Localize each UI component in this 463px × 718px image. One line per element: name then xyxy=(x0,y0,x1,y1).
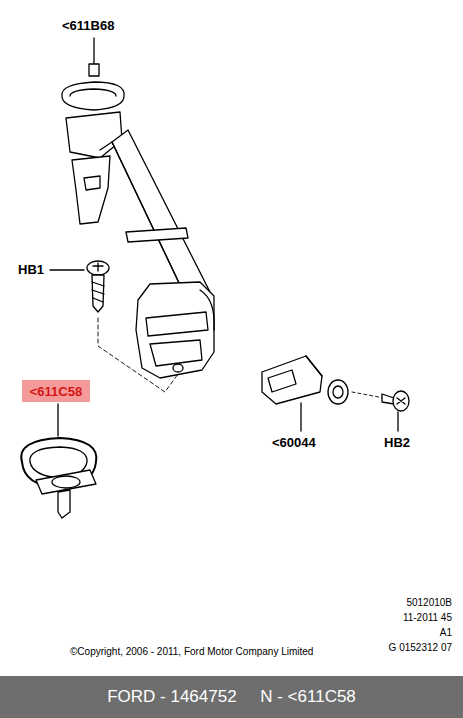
highlighted-callout: <611C58 xyxy=(22,380,90,402)
bolt-callout: HB2 xyxy=(384,435,410,450)
callout-text: FORD - 1464752 N - <611C58 xyxy=(107,687,356,707)
part-number-band: FORD - 1464752 N - <611C58 xyxy=(0,676,463,718)
part-callout: <60044 xyxy=(272,435,316,450)
callout-text: <611C58 xyxy=(30,384,82,399)
drawing-code: G 0152312 07 xyxy=(389,642,452,653)
part-callout: <611B68 xyxy=(62,18,114,33)
drawing-code: 11-2011 45 xyxy=(403,612,452,623)
bolt-callout: HB1 xyxy=(18,262,44,277)
drawing-code: A1 xyxy=(440,627,452,638)
copyright-note: ©Copyright, 2006 - 2011, Ford Motor Comp… xyxy=(70,646,313,657)
drawing-code: 5012010B xyxy=(406,597,452,608)
